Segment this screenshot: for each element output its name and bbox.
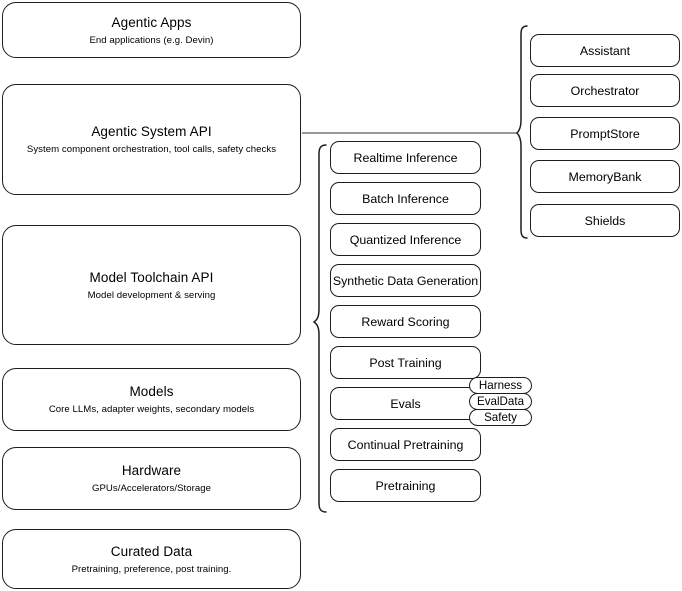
- evals-tag-safety[interactable]: Safety: [469, 409, 532, 426]
- evals-tag-label: EvalData: [476, 395, 525, 408]
- toolchain-item-reward-scoring[interactable]: Reward Scoring: [330, 305, 481, 338]
- evals-tag-evaldata[interactable]: EvalData: [469, 393, 532, 410]
- system-component-label: Assistant: [579, 43, 631, 58]
- layer-title: Curated Data: [110, 543, 193, 559]
- evals-tag-harness[interactable]: Harness: [469, 377, 532, 394]
- toolchain-item-realtime-inference[interactable]: Realtime Inference: [330, 141, 481, 174]
- system-component-promptstore[interactable]: PromptStore: [530, 117, 680, 150]
- layer-subtitle: Model development & serving: [87, 289, 216, 301]
- layer-box-agentic-apps[interactable]: Agentic Apps End applications (e.g. Devi…: [2, 2, 301, 58]
- layer-box-hardware[interactable]: Hardware GPUs/Accelerators/Storage: [2, 447, 301, 510]
- toolchain-item-label: Quantized Inference: [349, 232, 462, 247]
- system-component-label: Orchestrator: [570, 83, 640, 98]
- toolchain-item-batch-inference[interactable]: Batch Inference: [330, 182, 481, 215]
- layer-title: Models: [129, 384, 174, 399]
- evals-tag-label: Safety: [484, 411, 517, 424]
- toolchain-item-post-training[interactable]: Post Training: [330, 346, 481, 379]
- toolchain-item-label: Batch Inference: [362, 191, 449, 206]
- layer-subtitle: GPUs/Accelerators/Storage: [91, 483, 212, 494]
- toolchain-item-continual-pretraining[interactable]: Continual Pretraining: [330, 428, 481, 461]
- layer-box-model-toolchain-api[interactable]: Model Toolchain API Model development & …: [2, 225, 301, 345]
- layer-subtitle: Core LLMs, adapter weights, secondary mo…: [48, 404, 255, 415]
- layer-subtitle: End applications (e.g. Devin): [89, 34, 214, 46]
- toolchain-item-synthetic-data-generation[interactable]: Synthetic Data Generation: [330, 264, 481, 297]
- layer-title: Hardware: [121, 463, 182, 478]
- system-component-shields[interactable]: Shields: [530, 204, 680, 237]
- layer-box-models[interactable]: Models Core LLMs, adapter weights, secon…: [2, 368, 301, 431]
- toolchain-item-label: Pretraining: [375, 478, 436, 493]
- system-component-label: MemoryBank: [568, 169, 642, 184]
- system-component-label: Shields: [584, 213, 626, 228]
- layer-title: Agentic Apps: [111, 14, 192, 30]
- system-component-memorybank[interactable]: MemoryBank: [530, 160, 680, 193]
- evals-tag-label: Harness: [478, 379, 523, 392]
- system-component-label: PromptStore: [570, 126, 640, 141]
- system-component-assistant[interactable]: Assistant: [530, 34, 680, 67]
- system-component-orchestrator[interactable]: Orchestrator: [530, 74, 680, 107]
- toolchain-item-quantized-inference[interactable]: Quantized Inference: [330, 223, 481, 256]
- layer-subtitle: Pretraining, preference, post training.: [71, 563, 232, 575]
- toolchain-item-label: Post Training: [369, 355, 442, 370]
- layer-title: Model Toolchain API: [89, 269, 214, 285]
- layer-box-agentic-system-api[interactable]: Agentic System API System component orch…: [2, 84, 301, 195]
- toolchain-item-label: Synthetic Data Generation: [332, 273, 479, 288]
- toolchain-item-evals[interactable]: Evals: [330, 387, 481, 420]
- toolchain-item-label: Evals: [390, 396, 421, 411]
- toolchain-item-label: Reward Scoring: [361, 314, 450, 329]
- layer-box-curated-data[interactable]: Curated Data Pretraining, preference, po…: [2, 529, 301, 589]
- toolchain-item-pretraining[interactable]: Pretraining: [330, 469, 481, 502]
- layer-title: Agentic System API: [91, 124, 212, 139]
- toolchain-item-label: Realtime Inference: [353, 150, 458, 165]
- toolchain-item-label: Continual Pretraining: [347, 437, 464, 452]
- layer-subtitle: System component orchestration, tool cal…: [26, 144, 277, 155]
